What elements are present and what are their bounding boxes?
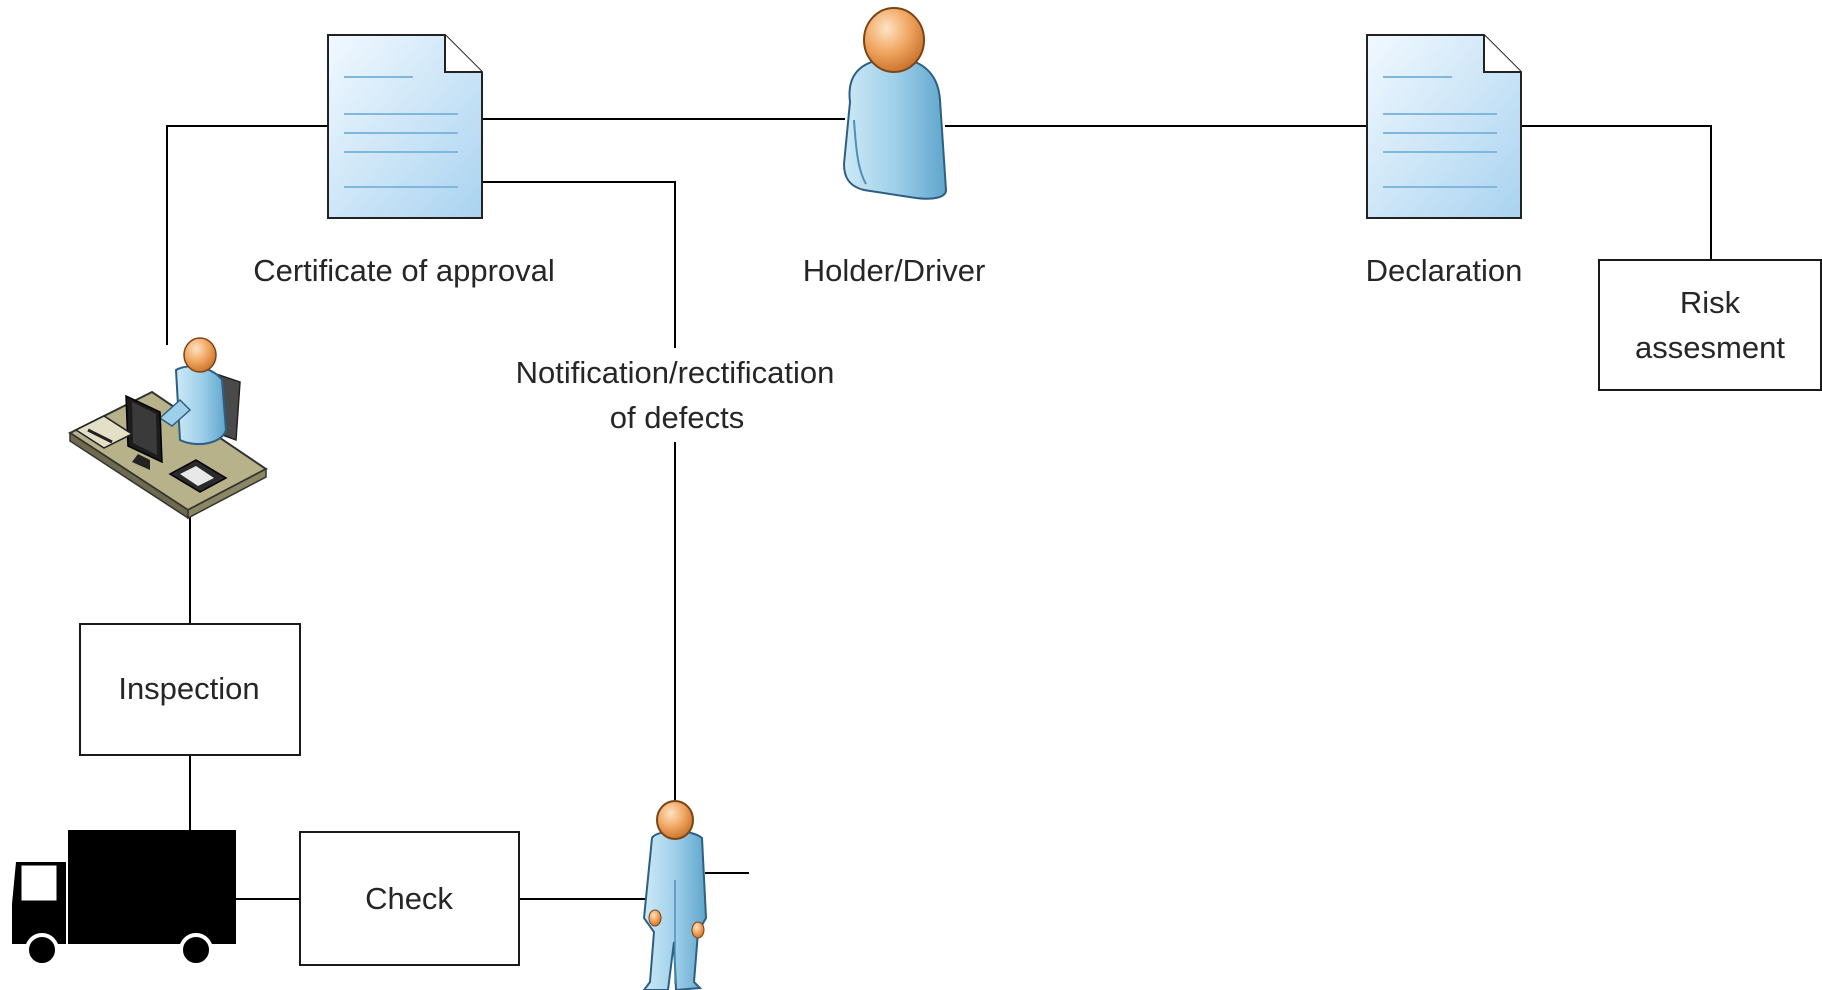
inspection-label: Inspection <box>118 671 259 706</box>
risk-assessment-box <box>1598 259 1822 391</box>
checker-standing-person-icon <box>642 800 708 990</box>
notification-label-background <box>478 348 878 442</box>
certificate-document-icon <box>327 34 483 219</box>
declaration-label: Declaration <box>1366 253 1523 288</box>
holder-driver-person-icon <box>842 7 948 200</box>
truck-icon <box>12 830 236 967</box>
declaration-document-icon <box>1366 34 1522 219</box>
inspection-box <box>79 623 301 756</box>
connectors <box>166 118 1712 900</box>
check-box <box>299 831 520 966</box>
connector-certificate-to-inspector <box>166 125 328 345</box>
notification-label-line1: Notification/rectification <box>516 355 835 390</box>
holder-driver-label: Holder/Driver <box>803 253 986 288</box>
certificate-label: Certificate of approval <box>253 253 555 288</box>
connector-declaration-to-risk <box>1521 125 1712 260</box>
notification-label-line2: of defects <box>610 400 744 435</box>
connector-certificate-to-checker <box>481 181 676 805</box>
risk-label-line1: Risk <box>1680 285 1741 320</box>
inspector-workstation-icon <box>67 337 268 520</box>
risk-label-line2: assesment <box>1635 330 1785 365</box>
check-label: Check <box>365 881 453 916</box>
